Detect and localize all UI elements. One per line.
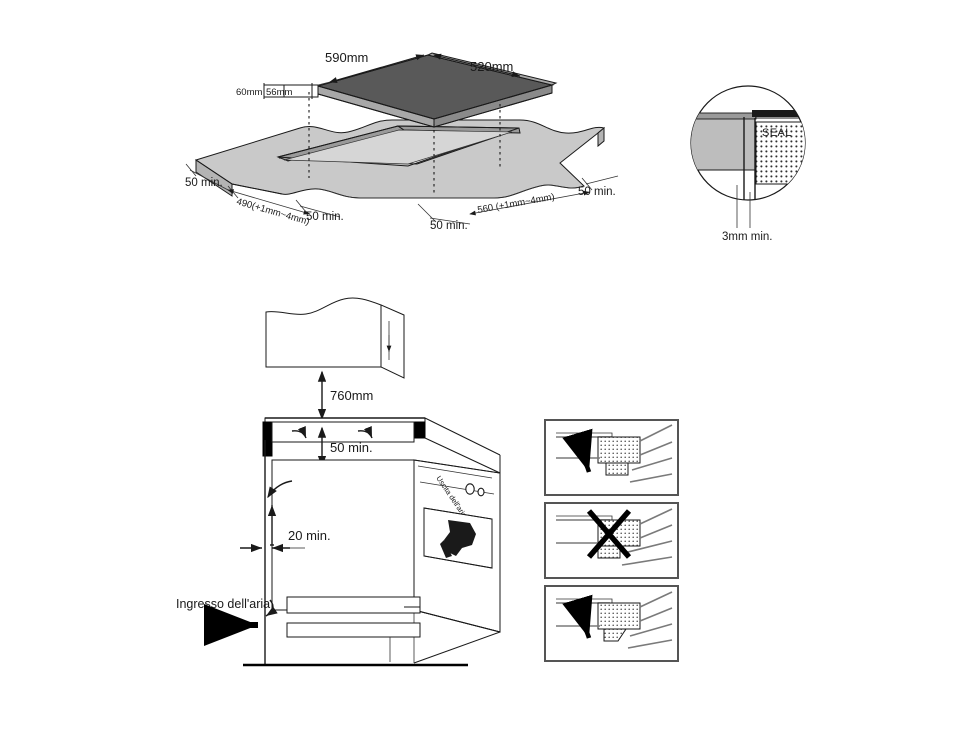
section-view-figure: 760mm — [176, 297, 501, 667]
label-height-60mm: 60mm — [236, 87, 262, 98]
variant-panel-3 — [544, 585, 679, 662]
variant-panel-1 — [544, 419, 679, 496]
hob-plan-dimensions: 590mm 520mm — [325, 50, 521, 83]
label-50-min-gap: 50 min. — [330, 440, 373, 455]
variant-panels-figure — [544, 419, 679, 662]
base-plinth — [243, 596, 468, 667]
label-20-min: 20 min. — [288, 528, 331, 543]
label-width-590mm: 590mm — [325, 50, 368, 65]
label-air-inlet: Ingresso dell'aria — [176, 597, 270, 611]
exploded-hob-figure: 60mm 56mm 590mm 520mm — [185, 50, 619, 232]
oven-cabinet: Uscita dell'aria 5mm — [264, 440, 501, 665]
rear-clearance-dimension: 20 min. — [240, 528, 331, 553]
alignment-guides — [308, 92, 501, 196]
hood-height-dimension: 760mm — [317, 370, 373, 420]
label-depth-520mm: 520mm — [470, 59, 513, 74]
label-clearance-front-center: 50 min. — [430, 220, 468, 232]
variant-panel-2 — [544, 502, 679, 579]
seal-detail-figure: SEAL 3mm min. — [690, 85, 806, 243]
label-height-56mm: 56mm — [266, 87, 292, 98]
upper-cabinet — [265, 297, 405, 379]
hob-section — [262, 417, 501, 474]
label-clearance-right: 50 min. — [578, 186, 616, 198]
label-seal: SEAL — [762, 127, 792, 139]
label-clearance-left: 50 min. — [185, 177, 223, 189]
label-3mm-min: 3mm min. — [722, 231, 772, 243]
worktop-slab — [194, 119, 606, 199]
air-inlet-annotation: Ingresso dell'aria — [176, 597, 278, 646]
hob-height-callout: 60mm 56mm — [236, 81, 331, 99]
label-760mm: 760mm — [330, 388, 373, 403]
label-cutout-depth-490: 490(+1mm~4mm) — [235, 196, 311, 227]
label-clearance-front-left: 50 min. — [306, 211, 344, 223]
